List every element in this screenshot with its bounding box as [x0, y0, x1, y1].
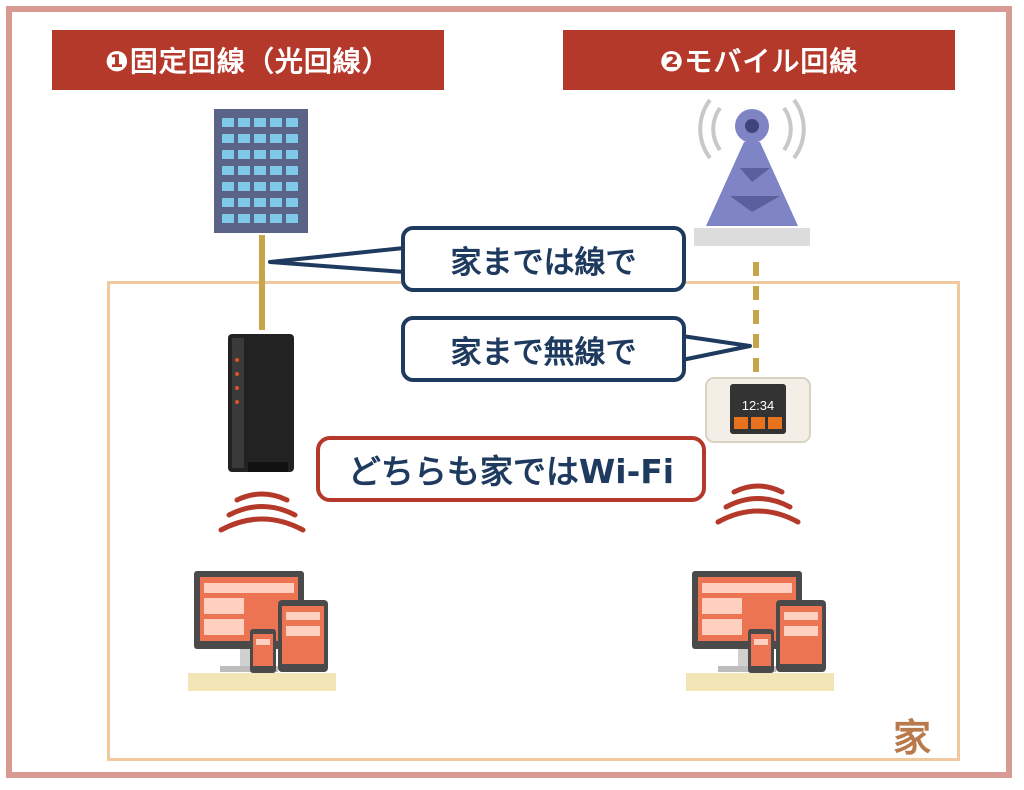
mobile-router-icon: 12:34 [705, 377, 811, 443]
outer-frame [6, 6, 1012, 778]
callout-wired: 家までは線で [401, 226, 686, 292]
wifi-waves-icon [715, 483, 801, 525]
router-screen-time: 12:34 [742, 398, 775, 413]
building-icon [214, 109, 308, 233]
devices-icon [686, 571, 834, 691]
home-label: 家 [893, 716, 932, 760]
callout-wired-pointer [268, 246, 406, 274]
callout-wireless-pointer [680, 334, 752, 362]
callout-both-wifi: どちらも家ではWi-Fi [316, 436, 706, 502]
fixed-line-banner: ❶固定回線（光回線） [52, 30, 444, 90]
mobile-line-banner: ❷モバイル回線 [563, 30, 955, 90]
wifi-router-icon [228, 334, 294, 472]
callout-wireless: 家まで無線で [401, 316, 686, 382]
devices-icon [188, 571, 336, 691]
radio-tower-icon [694, 98, 810, 246]
wifi-waves-icon [218, 491, 306, 533]
